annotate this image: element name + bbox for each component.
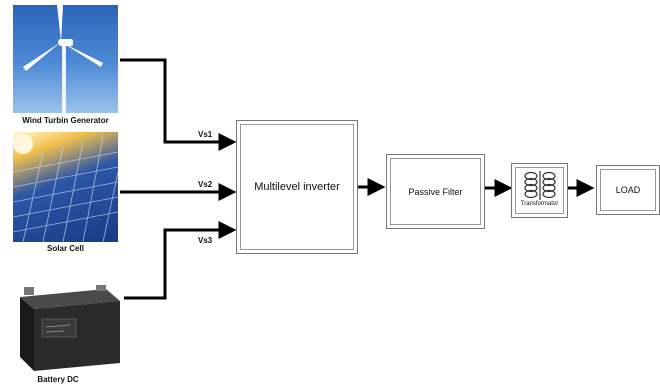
- transformer-label: Transformator: [520, 201, 559, 207]
- passive-filter-label: Passive Filter: [408, 186, 463, 197]
- solar-cell-caption: Solar Cell: [47, 244, 84, 253]
- multilevel-inverter-label: Multilevel inverter: [254, 181, 340, 193]
- vs3-label: Vs3: [198, 236, 213, 245]
- transformer-block: Transformator: [511, 163, 568, 218]
- passive-filter-block: Passive Filter: [386, 154, 485, 229]
- multilevel-inverter-block: Multilevel inverter: [236, 120, 358, 254]
- vs1-wire: [120, 58, 237, 151]
- load-block: LOAD: [596, 165, 660, 215]
- vs1-label: Vs1: [198, 130, 213, 139]
- transformer-coil-icon: [523, 171, 556, 200]
- wind-turbine-caption: Wind Turbin Generator: [22, 116, 109, 125]
- battery-image: [8, 285, 123, 373]
- battery-caption: Battery DC: [37, 375, 79, 384]
- load-label: LOAD: [615, 185, 641, 195]
- wind-turbine-image: [13, 5, 118, 113]
- vs3-wire: [124, 221, 237, 300]
- vs2-label: Vs2: [198, 180, 213, 189]
- solar-cell-image: [13, 132, 118, 242]
